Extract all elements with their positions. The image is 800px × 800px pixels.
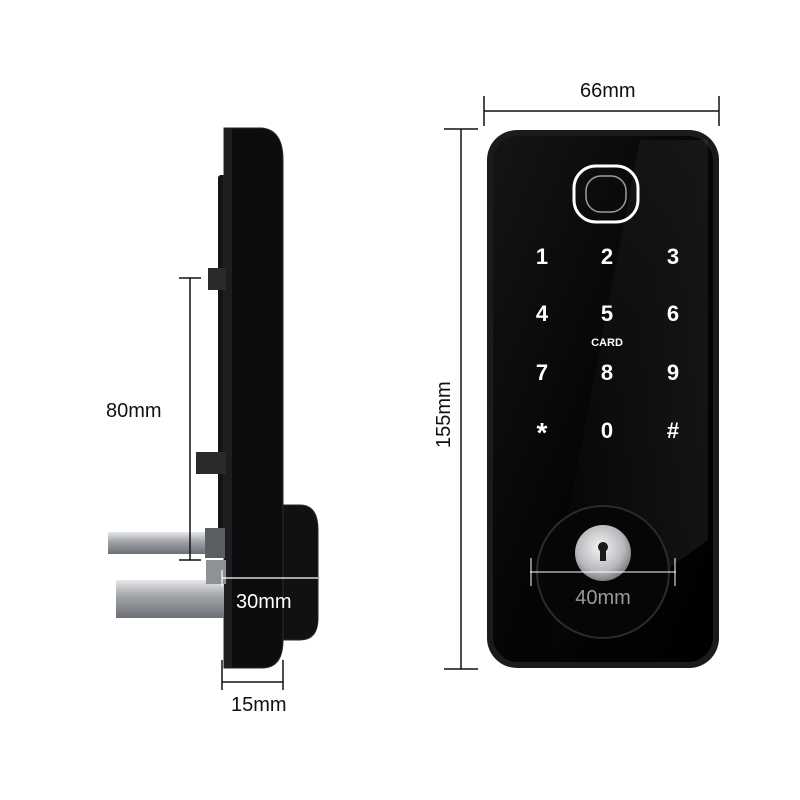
cylinder-housing [282, 504, 319, 641]
spindle-bar [108, 532, 224, 554]
latch-collar [206, 560, 226, 584]
key-4[interactable]: 4 [536, 301, 549, 326]
dim-handle-spacing: 80mm [106, 400, 162, 422]
side-body [223, 127, 284, 669]
key-8[interactable]: 8 [601, 360, 613, 385]
side-stud-mid [196, 452, 226, 474]
key-7[interactable]: 7 [536, 360, 548, 385]
dim-width: 66mm [580, 80, 636, 102]
keyhole-icon[interactable] [598, 542, 608, 561]
side-body-edge [224, 128, 232, 668]
key-0[interactable]: 0 [601, 418, 613, 443]
spindle-collar [205, 528, 225, 558]
key-1[interactable]: 1 [536, 244, 548, 269]
card-label: CARD [591, 337, 623, 349]
keypad[interactable]: 1 2 3 4 5 6 CARD 7 8 9 * 0 # [536, 244, 679, 448]
dim-thickness: 15mm [231, 694, 287, 716]
key-2[interactable]: 2 [601, 244, 613, 269]
side-view: 80mm 30mm 15mm [106, 127, 319, 716]
front-view: 66mm 155mm 1 2 3 4 5 6 CARD 7 8 9 * 0 # [433, 80, 720, 670]
side-stud-top [208, 268, 226, 290]
key-3[interactable]: 3 [667, 244, 679, 269]
key-hash[interactable]: # [667, 418, 679, 443]
key-star[interactable]: * [537, 417, 548, 448]
latch-bolt [116, 580, 224, 618]
dim-cylinder-depth: 30mm [236, 591, 292, 613]
key-5[interactable]: 5 [601, 301, 613, 326]
dim-cylinder-diameter: 40mm [575, 587, 631, 609]
key-9[interactable]: 9 [667, 360, 679, 385]
fingerprint-icon[interactable] [572, 164, 640, 224]
fingerprint-sensor-inner [585, 175, 627, 213]
dim-height: 155mm [433, 381, 455, 448]
key-6[interactable]: 6 [667, 301, 679, 326]
